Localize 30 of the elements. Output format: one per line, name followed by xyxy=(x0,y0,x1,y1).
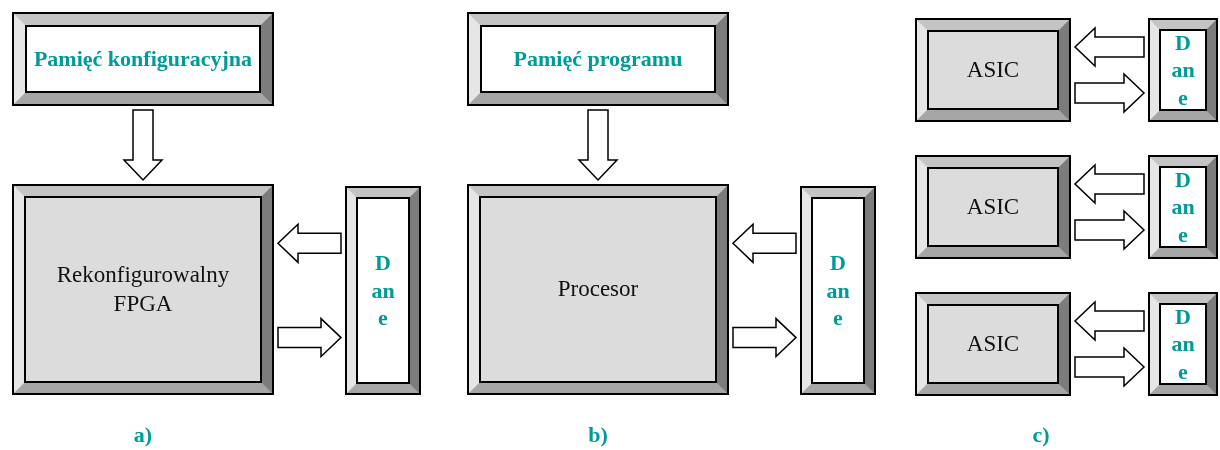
block-box xyxy=(469,14,727,104)
block-label: ASIC xyxy=(965,192,1021,221)
block-arrow xyxy=(1074,72,1146,114)
block-label: D an e xyxy=(825,249,851,332)
data-box xyxy=(802,188,874,393)
block-box xyxy=(917,157,1069,257)
block-label: Rekonfigurowalny FPGA xyxy=(55,260,231,318)
block-label: Pamięć programu xyxy=(512,45,684,73)
panel-label: b) xyxy=(588,422,608,448)
block-box xyxy=(14,14,272,104)
block-box xyxy=(917,294,1069,394)
data-box xyxy=(1150,20,1216,120)
data-box xyxy=(1150,294,1216,394)
panel-label: c) xyxy=(1032,422,1050,448)
block-arrow xyxy=(1074,346,1146,388)
block-label: Procesor xyxy=(556,275,640,304)
data-box xyxy=(347,188,419,393)
block-box xyxy=(469,186,727,393)
block-label: ASIC xyxy=(965,55,1021,84)
data-box xyxy=(1150,157,1216,257)
panel-label: a) xyxy=(133,422,153,448)
block-label: D an e xyxy=(1170,302,1196,386)
block-box xyxy=(14,186,272,393)
block-label: D an e xyxy=(1170,165,1196,249)
block-label: Pamięć konfiguracyjna xyxy=(32,45,254,73)
block-arrow xyxy=(1074,209,1146,251)
block-label: ASIC xyxy=(965,329,1021,358)
block-box xyxy=(917,20,1069,120)
block-label: D an e xyxy=(370,249,396,332)
block-label: D an e xyxy=(1170,28,1196,112)
